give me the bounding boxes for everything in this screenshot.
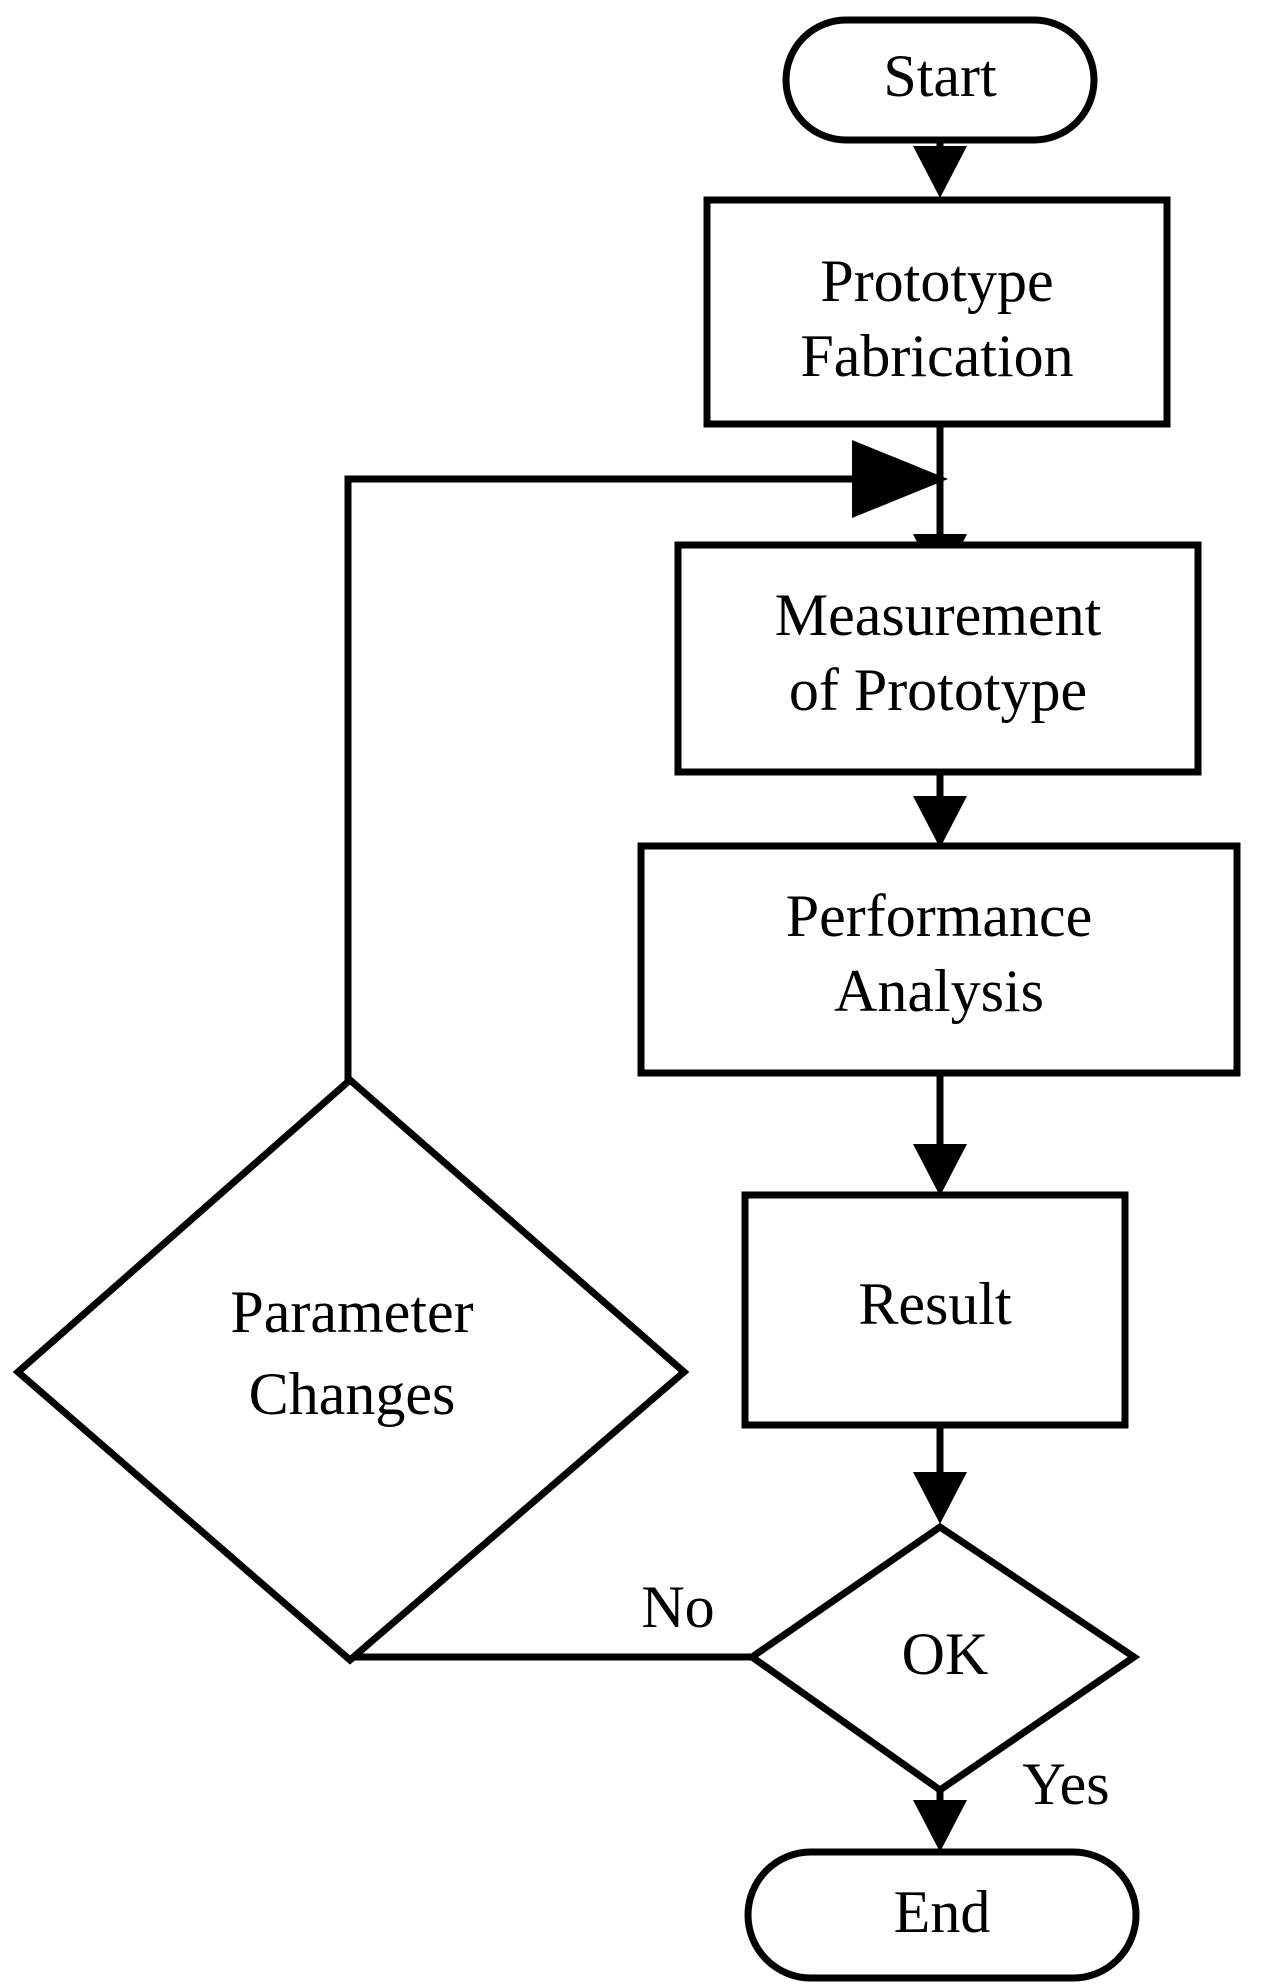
prototype-fabrication-label-line1: Prototype	[820, 248, 1053, 314]
result-shape[interactable]	[741, 1191, 1129, 1429]
edge-label-yes: Yes	[1022, 1751, 1109, 1817]
node-measurement[interactable]: Measurement of Prototype	[674, 541, 1202, 776]
arrowhead-icon	[913, 1800, 967, 1852]
prototype-fabrication-label-line2: Fabrication	[800, 323, 1073, 389]
arrowhead-icon	[852, 440, 948, 518]
node-parameter-changes[interactable]: Parameter Changes	[12, 1075, 690, 1665]
performance-analysis-label-line1: Performance	[786, 883, 1093, 949]
edge-ok-to-end	[913, 1790, 967, 1852]
parameter-changes-label-line1: Parameter	[230, 1279, 473, 1345]
start-label: Start	[883, 43, 997, 109]
node-prototype-fabrication[interactable]: Prototype Fabrication	[703, 196, 1171, 428]
arrowhead-icon	[913, 796, 967, 848]
start-shape[interactable]	[782, 16, 1098, 144]
edge-label-no: No	[641, 1574, 714, 1640]
performance-analysis-label-line2: Analysis	[834, 958, 1044, 1024]
node-ok[interactable]: OK	[745, 1522, 1141, 1795]
edge-measurement-to-performance-analysis	[913, 772, 967, 848]
ok-shape[interactable]	[745, 1522, 1141, 1795]
node-start[interactable]: Start	[782, 16, 1098, 144]
performance-analysis-shape[interactable]	[637, 842, 1241, 1077]
measurement-label-line2: of Prototype	[789, 657, 1087, 723]
arrowhead-icon	[913, 1472, 967, 1524]
arrowhead-icon	[913, 146, 967, 198]
node-end[interactable]: End	[744, 1848, 1140, 1982]
edge-start-to-prototype-fabrication	[913, 140, 967, 198]
arrowhead-icon	[913, 1144, 967, 1196]
node-performance-analysis[interactable]: Performance Analysis	[637, 842, 1241, 1077]
parameter-changes-label-line2: Changes	[249, 1361, 456, 1427]
edge-performance-analysis-to-result	[913, 1073, 967, 1196]
measurement-label-line1: Measurement	[775, 582, 1102, 648]
prototype-fabrication-shape[interactable]	[703, 196, 1171, 428]
end-shape[interactable]	[744, 1848, 1140, 1982]
edge-result-to-ok	[913, 1425, 967, 1524]
end-label: End	[894, 1879, 991, 1945]
node-result[interactable]: Result	[741, 1191, 1129, 1429]
result-label: Result	[858, 1271, 1012, 1337]
parameter-changes-shape[interactable]	[12, 1075, 690, 1665]
ok-label: OK	[902, 1621, 989, 1687]
measurement-shape[interactable]	[674, 541, 1202, 776]
